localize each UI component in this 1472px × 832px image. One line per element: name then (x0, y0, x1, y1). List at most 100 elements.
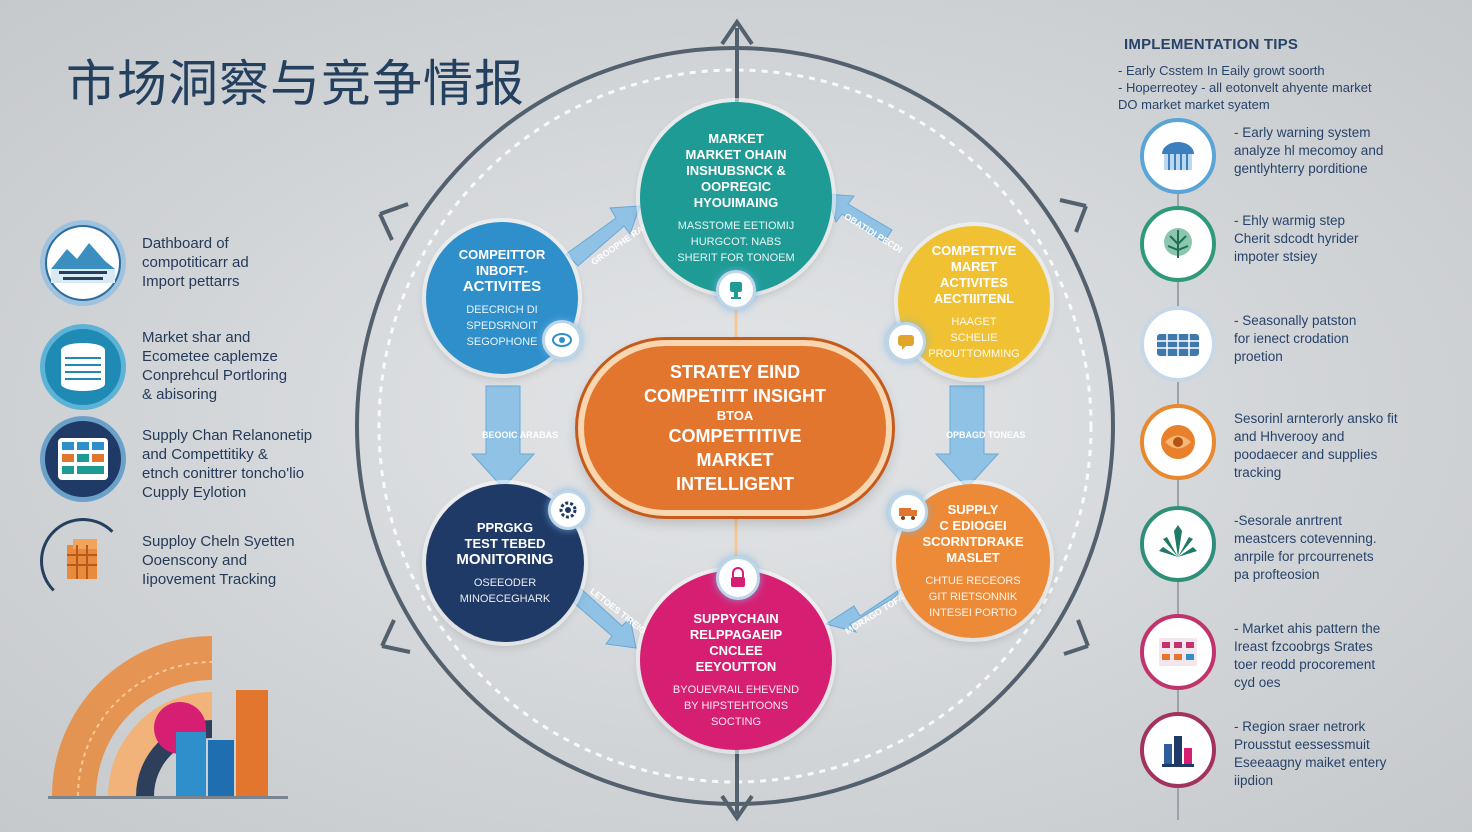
left-item-line: compotiticarr ad (142, 254, 249, 271)
tip-line: Eseeaagny maiket entery (1234, 755, 1387, 770)
left-item-line: etnch conittrer toncho'lio (142, 465, 305, 482)
node-title-line: PPRGKG (476, 520, 534, 535)
tips-title: IMPLEMENTATION TIPS (1124, 36, 1299, 53)
tip-line: - Seasonally patston (1234, 313, 1357, 328)
node-competitive-market: COMPETTIVE MARET ACTIVITES AECTIIITENL H… (898, 226, 1050, 378)
node-title-line: RELPPAGAEIP (689, 627, 783, 642)
tip-line: pa profteosion (1234, 567, 1320, 582)
node-title-line: HYOUIMAING (693, 195, 779, 210)
tips-intro-line: - Early Csstem In Eaily growt soorth (1118, 63, 1325, 78)
node-title-line: MARKET OHAIN (685, 147, 787, 162)
center-line: MARKET (696, 450, 774, 470)
tip-item: -Sesorale anrtrent meastcers cotevenning… (1140, 506, 1377, 584)
tip-item: - Market ahis pattern the Ireast fzcoobr… (1140, 614, 1380, 692)
node-sub-line: BYOUEVRAIL EHEVEND (672, 684, 800, 696)
node-sub-line: MASSTOME EETIOMIJ (677, 220, 795, 232)
left-item-line: Conprehcul Portloring (142, 367, 288, 384)
node-title-line: ACTIVITES (462, 278, 542, 295)
tip-line: analyze hl mecomoy and (1234, 143, 1384, 158)
tip-item: Sesorinl arnterorly ansko fit and Hhvero… (1140, 404, 1398, 482)
arrow-label: BEOOIC ARABAS (482, 430, 559, 440)
tips-intro-line: - Hoperreotey - all eotonvelt ahyente ma… (1118, 80, 1372, 95)
node-title-line: SUPPLY (947, 502, 999, 517)
tip-line: Sesorinl arnterorly ansko fit (1234, 411, 1398, 426)
tip-line: - Region sraer netrork (1234, 719, 1366, 734)
center-line: COMPETTITIVE (668, 426, 802, 446)
node-title-line: CNCLEE (709, 643, 763, 658)
node-title-line: INBOFT- (476, 263, 528, 278)
trophy-icon (716, 270, 756, 310)
truck-icon (888, 492, 928, 532)
tip-line: -Sesorale anrtrent (1234, 513, 1343, 528)
node-sub-line: INTESEI PORTIO (929, 607, 1017, 619)
tip-line: poodaecer and supplies (1234, 447, 1378, 462)
warehouse-icon (40, 518, 126, 604)
node-title-line: EEYOUTTON (695, 659, 777, 674)
tip-line: impoter stsiey (1234, 249, 1318, 264)
node-title-line: SUPPYCHAIN (693, 611, 779, 626)
node-sub-line: OSEEODER (473, 577, 537, 589)
orange-orb-icon (1140, 404, 1216, 480)
tip-line: Cherit sdcodt hyrider (1234, 231, 1359, 246)
agave-plant-icon (1140, 506, 1216, 582)
mountain-map-icon (40, 220, 126, 306)
tip-line: Ireast fzcoobrgs Srates (1234, 639, 1373, 654)
node-sub-line: SHERIT FOR TONOEM (677, 252, 795, 264)
left-item-line: and Compettitiky & (142, 446, 268, 463)
tip-line: for ienect crodation (1234, 331, 1349, 346)
tip-line: meastcers cotevenning. (1234, 531, 1377, 546)
tip-item: - Seasonally patston for ienect crodatio… (1140, 306, 1356, 382)
node-sub-line: HAAGET (951, 316, 997, 328)
decorative-chart-graphic (48, 636, 288, 799)
node-supply-chain-evolution: SUPPYCHAIN RELPPAGAEIP CNCLEE EEYOUTTON … (640, 570, 832, 750)
node-title-line: COMPEITTOR (458, 247, 546, 262)
tips-intro-line: DO market market syatem (1118, 97, 1270, 112)
tip-line: tracking (1234, 465, 1282, 480)
left-item-line: Supploy Cheln Syetten (142, 533, 295, 550)
node-title-line: MARKET (708, 131, 764, 146)
page-title: 市场洞察与竞争情报 (66, 55, 525, 113)
tip-line: and Hhverooy and (1234, 429, 1345, 444)
node-sub-line: CHTUE RECEORS (925, 575, 1021, 587)
node-title-line: SCORNTDRAKE (922, 534, 1024, 549)
brain-tree-icon (1140, 206, 1216, 282)
gear-icon (548, 490, 588, 530)
node-sub-line: SOCTING (710, 716, 762, 728)
center-line: STRATEY EIND (669, 362, 801, 382)
left-item-line: Supply Chan Relanonetip (142, 427, 313, 444)
dome-building-icon (1140, 118, 1216, 194)
center-strategy-pill: STRATEY EIND COMPETITT INSIGHT BTOA COMP… (578, 340, 892, 516)
node-title-line: OOPREGIC (700, 179, 772, 194)
tip-line: - Early warning system (1234, 125, 1371, 140)
left-item-line: Market shar and (142, 329, 251, 346)
center-line: INTELLIGENT (676, 474, 794, 494)
left-item-line: Cupply Eylotion (142, 484, 247, 501)
dashboard-grid-icon (40, 416, 126, 502)
tip-line: Prousstut eessessmuit (1234, 737, 1370, 752)
node-sub-line: GIT RIETSONNIK (928, 591, 1018, 603)
left-item-line: & abisoring (142, 386, 218, 403)
store-shelf-icon (1140, 614, 1216, 690)
tip-line: cyd oes (1234, 675, 1281, 690)
node-sub-line: PROUTTOMMING (928, 348, 1020, 360)
tip-line: toer reodd procorement (1234, 657, 1376, 672)
node-sub-line: HURGCOT. NABS (690, 236, 782, 248)
node-sub-line: MINOECEGHARK (459, 593, 551, 605)
node-title-line: C EDIOGEI (939, 518, 1007, 533)
node-sub-line: DEECRICH DI (466, 304, 538, 316)
tip-line: - Market ahis pattern the (1234, 621, 1381, 636)
lock-icon (716, 556, 760, 600)
node-sub-line: SEGOPHONE (466, 336, 538, 348)
node-title-line: ACTIVITES (940, 275, 1008, 290)
left-item-line: Iipovement Tracking (142, 571, 277, 588)
tip-line: anrpile for prcourrenets (1234, 549, 1374, 564)
tip-line: proetion (1234, 349, 1283, 364)
node-title-line: TEST TEBED (464, 536, 546, 551)
left-item-market-share: Market shar and Ecometee caplemze Conpre… (40, 324, 342, 410)
node-title-line: INSHUBSNCK & (686, 163, 786, 178)
node-market-chain: MARKET MARKET OHAIN INSHUBSNCK & OOPREGI… (640, 102, 832, 294)
left-item-supply-system: Supploy Cheln Syetten Ooenscony and Iipo… (40, 518, 342, 604)
eye-icon (542, 320, 582, 360)
tip-line: - Ehly warmig step (1234, 213, 1346, 228)
